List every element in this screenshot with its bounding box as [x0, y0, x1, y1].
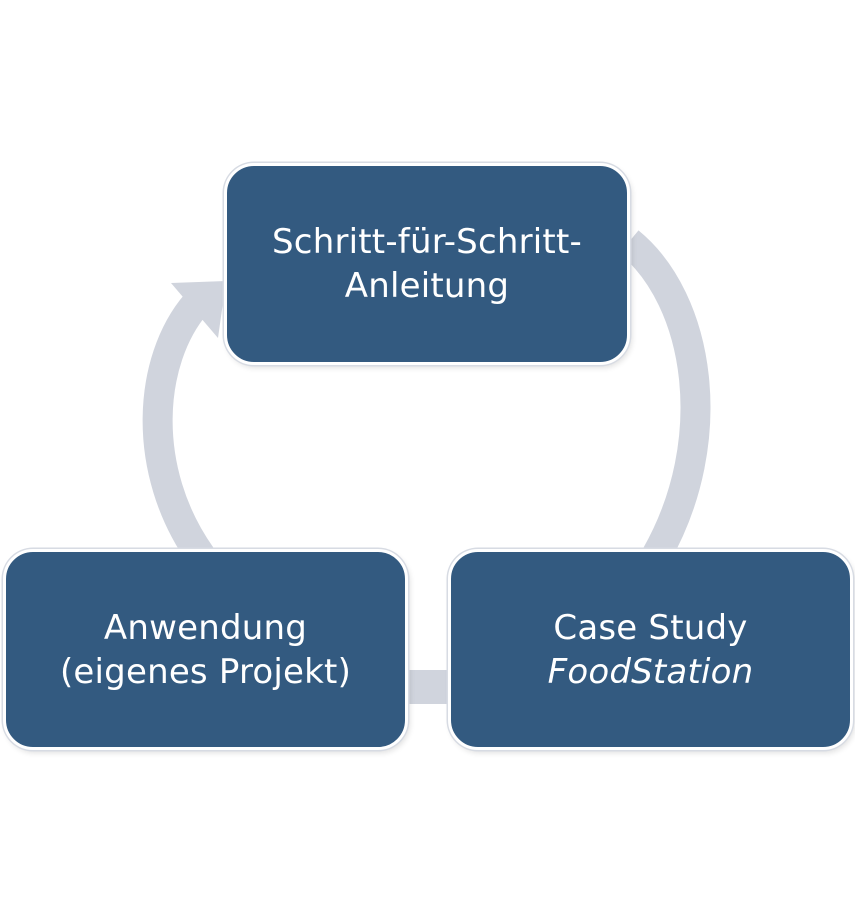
- arrowhead-into-top: [171, 281, 226, 338]
- node-right-line2: FoodStation: [547, 651, 754, 692]
- node-left-line1: Anwendung: [103, 607, 308, 648]
- node-top-line1: Schritt-für-Schritt-: [272, 222, 582, 262]
- arc-left-to-top: [142, 294, 214, 565]
- node-schritt-fuer-schritt-anleitung: Schritt-für-Schritt- Anleitung: [224, 163, 630, 365]
- connector-right-to-left: [400, 670, 456, 704]
- node-left-line2: (eigenes Projekt): [59, 651, 352, 692]
- node-anwendung: Anwendung (eigenes Projekt): [3, 549, 408, 750]
- node-case-study: Case Study FoodStation: [448, 549, 853, 750]
- arc-top-to-right: [619, 230, 711, 564]
- node-top-line2: Anleitung: [344, 266, 510, 306]
- node-right-line1: Case Study: [553, 607, 748, 648]
